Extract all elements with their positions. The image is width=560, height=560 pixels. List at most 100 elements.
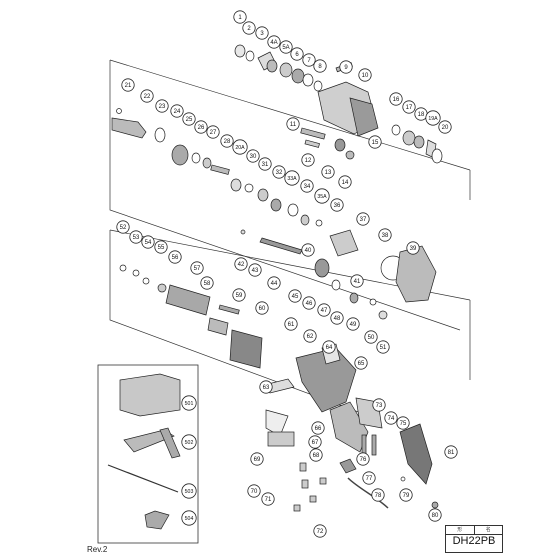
- callout-number: 36: [334, 203, 341, 209]
- part-callout-21: 21: [121, 78, 135, 92]
- callout-number: 28: [224, 139, 231, 145]
- callout-number: 49: [350, 322, 357, 328]
- callout-circle: [232, 139, 248, 155]
- callout-circle: [181, 510, 197, 526]
- part-callout-78: 78: [371, 488, 385, 502]
- shaft-parts: [111, 108, 323, 227]
- callout-circle: [301, 153, 315, 167]
- part-callout-69: 69: [250, 452, 264, 466]
- callout-number: 7: [307, 58, 311, 64]
- callout-number: 47: [321, 308, 328, 314]
- chuck-parts: [234, 44, 443, 164]
- callout-number: 504: [185, 516, 194, 522]
- callout-circle: [339, 60, 353, 74]
- callout-circle: [258, 157, 272, 171]
- callout-number: 44: [271, 281, 278, 287]
- part-callout-61: 61: [284, 317, 298, 331]
- callout-circle: [220, 134, 234, 148]
- part-callout-63: 63: [259, 380, 273, 394]
- callout-circle: [194, 120, 208, 134]
- callout-circle: [284, 317, 298, 331]
- callout-number: 65: [358, 361, 365, 367]
- part-callout-42: 42: [234, 257, 248, 271]
- callout-circle: [168, 250, 182, 264]
- callout-number: 80: [432, 513, 439, 519]
- callout-circle: [346, 317, 360, 331]
- callout-number: 51: [380, 345, 387, 351]
- callout-number: 38: [382, 233, 389, 239]
- part-callout-79: 79: [399, 488, 413, 502]
- callout-circle: [170, 104, 184, 118]
- callout-number: 2: [247, 26, 251, 32]
- part-callout-54: 54: [141, 235, 155, 249]
- callout-circle: [317, 303, 331, 317]
- callout-circle: [314, 188, 330, 204]
- callout-number: 11: [290, 122, 297, 128]
- callout-circle: [181, 483, 197, 499]
- part-callout-53: 53: [129, 230, 143, 244]
- callout-circle: [368, 135, 382, 149]
- callout-circle: [384, 411, 398, 425]
- callout-number: 53: [133, 235, 140, 241]
- part-callout-66: 66: [311, 421, 325, 435]
- callout-circle: [354, 356, 368, 370]
- part-callout-44: 44: [267, 276, 281, 290]
- callout-circle: [364, 330, 378, 344]
- callout-circle: [116, 220, 130, 234]
- callout-number: 66: [315, 426, 322, 432]
- callout-circle: [302, 53, 316, 67]
- callout-circle: [267, 276, 281, 290]
- callout-number: 1: [238, 15, 242, 21]
- callout-number: 20A: [235, 145, 245, 151]
- callout-circle: [425, 110, 441, 126]
- part-callout-504: 504: [181, 510, 197, 526]
- callout-circle: [444, 445, 458, 459]
- part-callout-18: 18: [414, 107, 428, 121]
- part-callout-2: 2: [242, 21, 256, 35]
- callout-number: 18: [418, 112, 425, 118]
- callout-number: 73: [376, 403, 383, 409]
- callout-number: 24: [174, 109, 181, 115]
- model-name: DH22PB: [452, 535, 496, 547]
- callout-number: 19A: [428, 116, 438, 122]
- model-box-header-cell: 名: [473, 526, 503, 534]
- part-callout-48: 48: [330, 311, 344, 325]
- part-callout-16: 16: [389, 92, 403, 106]
- callout-number: 503: [185, 489, 194, 495]
- callout-circle: [286, 117, 300, 131]
- callout-circle: [206, 125, 220, 139]
- part-callout-45: 45: [288, 289, 302, 303]
- callout-circle: [200, 276, 214, 290]
- callout-circle: [181, 434, 197, 450]
- callout-number: 4A: [270, 40, 277, 46]
- part-callout-34: 34: [300, 179, 314, 193]
- callout-circle: [428, 508, 442, 522]
- part-callout-52: 52: [116, 220, 130, 234]
- callout-number: 45: [292, 294, 299, 300]
- callout-number: 42: [238, 262, 245, 268]
- part-callout-50: 50: [364, 330, 378, 344]
- callout-circle: [247, 484, 261, 498]
- accessory-parts: [107, 373, 181, 530]
- part-callout-25: 25: [182, 112, 196, 126]
- part-callout-80: 80: [428, 508, 442, 522]
- callout-number: 8: [318, 64, 322, 70]
- part-callout-22: 22: [140, 89, 154, 103]
- callout-circle: [311, 421, 325, 435]
- callout-number: 15: [372, 140, 379, 146]
- callout-circle: [154, 240, 168, 254]
- part-callout-32: 32: [272, 165, 286, 179]
- part-callout-71: 71: [261, 492, 275, 506]
- callout-number: 67: [312, 440, 319, 446]
- part-callout-17: 17: [402, 100, 416, 114]
- part-callout-4a: 4A: [267, 35, 281, 49]
- callout-number: 46: [306, 301, 313, 307]
- part-callout-41: 41: [350, 274, 364, 288]
- callout-number: 57: [194, 266, 201, 272]
- callout-number: 74: [388, 416, 395, 422]
- part-callout-62: 62: [303, 329, 317, 343]
- part-callout-19a: 19A: [425, 110, 441, 126]
- callout-circle: [309, 448, 323, 462]
- callout-circle: [308, 435, 322, 449]
- part-callout-40: 40: [301, 243, 315, 257]
